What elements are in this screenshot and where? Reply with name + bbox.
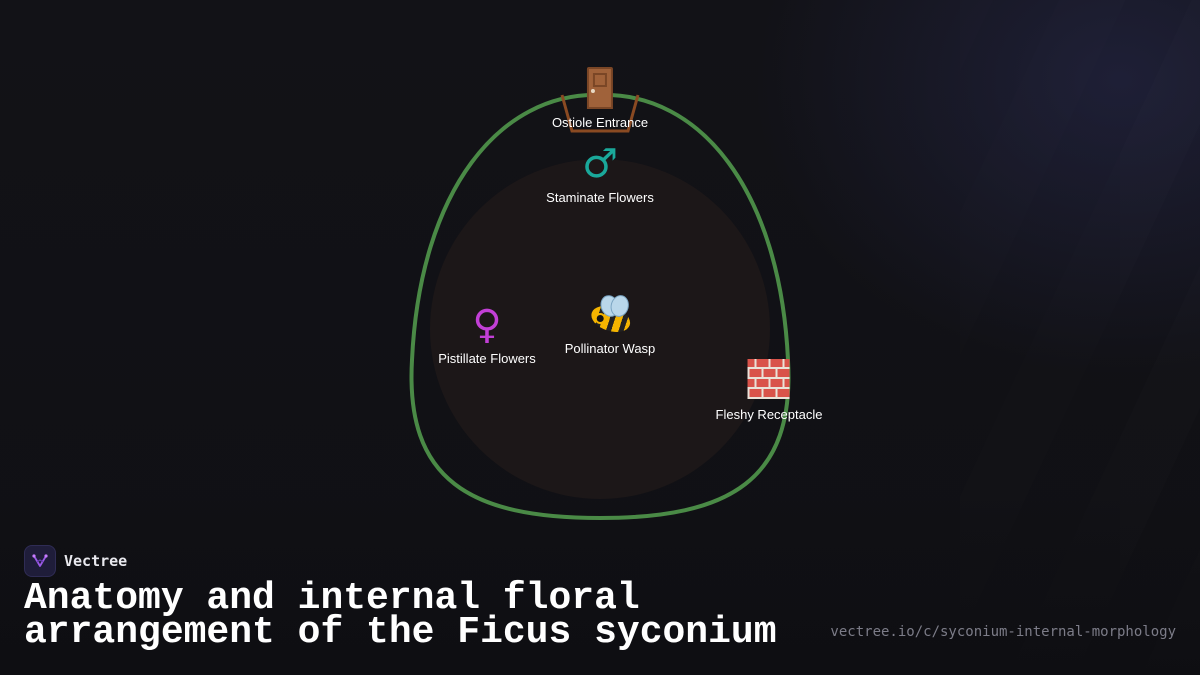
- fleshy-receptacle-label: Fleshy Receptacle: [715, 407, 823, 422]
- syconium-outline: [409, 92, 791, 521]
- page-title: Anatomy and internal floral arrangement …: [24, 577, 777, 654]
- pollinator-wasp-label: Pollinator Wasp: [564, 341, 656, 356]
- brand-name: Vectree: [64, 552, 128, 570]
- door-icon: [552, 67, 648, 111]
- brand-bar: Vectree: [24, 544, 127, 578]
- pistillate-flowers-node: ♀ Pistillate Flowers: [438, 303, 536, 367]
- female-sign-icon: ♀: [472, 302, 502, 348]
- bee-icon: [565, 292, 656, 337]
- pollinator-wasp-node: Pollinator Wasp: [564, 292, 656, 357]
- brand[interactable]: Vectree: [24, 544, 127, 578]
- ostiole-entrance-node: Ostiole Entrance: [552, 67, 648, 131]
- inner-cavity: [430, 159, 770, 499]
- bottom-fade: [0, 495, 1200, 675]
- male-sign-icon: ♂: [582, 141, 618, 187]
- page-url-link[interactable]: vectree.io/c/syconium-internal-morpholog…: [830, 624, 1176, 640]
- ostiole-entrance-label: Ostiole Entrance: [551, 115, 649, 130]
- staminate-flowers-node: ♂ Staminate Flowers: [546, 142, 654, 206]
- fleshy-receptacle-node: Fleshy Receptacle: [715, 359, 823, 423]
- brick-icon: [716, 359, 823, 403]
- pistillate-flowers-label: Pistillate Flowers: [438, 351, 536, 366]
- vectree-logo-icon: [24, 545, 56, 577]
- ostiole-funnel: [560, 94, 640, 133]
- staminate-flowers-label: Staminate Flowers: [546, 190, 654, 205]
